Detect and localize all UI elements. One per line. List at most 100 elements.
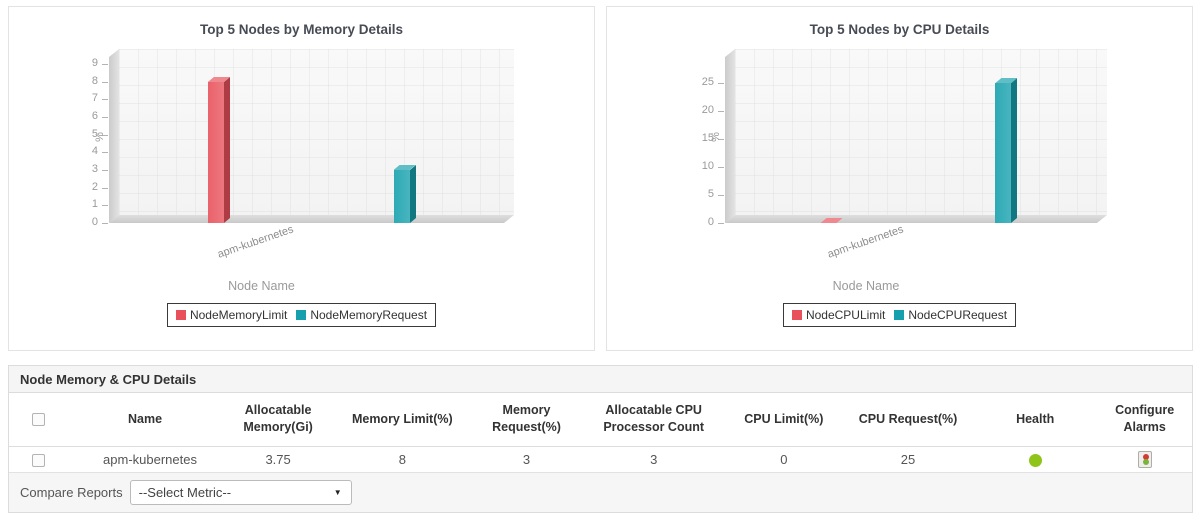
y-axis-tick-label: 6 — [91, 109, 98, 122]
column-header-allocatable-memory: Allocatable Memory(Gi) — [221, 393, 335, 447]
cpu-request-cell: 25 — [842, 446, 974, 474]
column-header-memory-request: Memory Request(%) — [470, 393, 583, 447]
column-header-health: Health — [973, 393, 1098, 447]
x-axis-title: Node Name — [228, 279, 295, 293]
compare-reports-bar: Compare Reports --Select Metric-- ▼ — [9, 472, 1192, 512]
memory-chart-legend: NodeMemoryLimit NodeMemoryRequest — [9, 303, 594, 327]
y-axis-tick-label: 0 — [91, 216, 98, 228]
bar-NodeCPURequest — [995, 78, 1018, 223]
plot-floor — [109, 215, 515, 223]
health-status-icon[interactable] — [1028, 454, 1042, 468]
bar-side-face — [1011, 78, 1018, 223]
x-axis-title: Node Name — [832, 279, 900, 293]
node-name-cell[interactable]: apm-kubernetes — [68, 446, 222, 474]
legend-item: NodeMemoryRequest — [296, 308, 427, 322]
bar-front-face — [207, 82, 224, 223]
alarm-green-dot — [1142, 459, 1149, 466]
row-checkbox[interactable] — [32, 454, 46, 468]
y-axis-tick — [102, 63, 108, 65]
y-axis-tick-label: 20 — [701, 104, 714, 116]
legend-label: NodeMemoryLimit — [189, 308, 288, 322]
node-details-table: Name Allocatable Memory(Gi) Memory Limit… — [9, 393, 1192, 474]
y-axis-title: % — [709, 132, 722, 142]
bar-side-face — [409, 165, 416, 223]
y-axis-tick-label: 9 — [91, 56, 98, 69]
y-axis-tick-label: 5 — [707, 188, 714, 200]
legend-item: NodeMemoryLimit — [175, 308, 288, 322]
y-axis-tick — [718, 139, 724, 140]
legend-swatch-icon — [791, 310, 802, 320]
y-axis-tick-label: 15 — [701, 132, 714, 144]
alarm-red-dot — [1142, 454, 1149, 461]
legend-swatch-icon — [894, 310, 905, 320]
legend-label: NodeCPURequest — [908, 308, 1008, 322]
y-axis-tick-label: 8 — [91, 74, 98, 87]
memory-request-cell: 3 — [470, 446, 583, 474]
y-axis-tick — [102, 187, 108, 189]
plot-floor — [725, 215, 1107, 223]
node-details-panel: Node Memory & CPU Details Name Allocatab… — [8, 365, 1193, 513]
y-axis-tick — [102, 116, 108, 118]
table-row: apm-kubernetes 3.75 8 3 3 0 25 — [9, 446, 1192, 474]
compare-reports-label: Compare Reports — [20, 485, 123, 500]
y-axis-tick-label: 2 — [91, 180, 98, 193]
y-axis-tick — [718, 83, 724, 84]
column-header-memory-limit: Memory Limit(%) — [334, 393, 471, 447]
cpu-limit-cell: 0 — [724, 446, 843, 474]
dropdown-arrow-icon: ▼ — [333, 488, 342, 497]
table-header-row: Name Allocatable Memory(Gi) Memory Limit… — [9, 393, 1192, 447]
bar-top-face — [995, 78, 1018, 83]
column-header-cpu-limit: CPU Limit(%) — [724, 393, 843, 447]
column-header-allocatable-cpu: Allocatable CPU Processor Count — [582, 393, 725, 447]
y-axis-tick — [718, 223, 724, 224]
y-axis-tick-label: 25 — [701, 76, 714, 88]
y-axis-tick-label: 10 — [701, 160, 714, 172]
column-header-configure-alarms: Configure Alarms — [1097, 393, 1192, 447]
bar-top-face — [393, 165, 416, 170]
legend-item: NodeCPULimit — [791, 308, 885, 322]
plot-left-wall — [725, 49, 735, 224]
legend-swatch-icon — [296, 310, 307, 320]
y-axis-tick — [718, 111, 724, 112]
y-axis-tick-label: 7 — [91, 92, 98, 105]
legend-swatch-icon — [175, 310, 186, 320]
memory-limit-cell: 8 — [334, 446, 471, 474]
memory-chart-title: Top 5 Nodes by Memory Details — [199, 22, 404, 37]
cpu-chart-card: Top 5 Nodes by CPU Details 0 5 10 15 20 25 apm… — [606, 6, 1193, 351]
y-axis-tick — [718, 195, 724, 196]
metric-select-value: --Select Metric-- — [138, 485, 232, 500]
legend-label: NodeMemoryRequest — [310, 308, 428, 322]
cpu-chart-title: Top 5 Nodes by CPU Details — [809, 22, 990, 37]
y-axis-tick — [102, 134, 108, 136]
allocatable-cpu-cell: 3 — [582, 446, 725, 474]
legend-item: NodeCPURequest — [894, 308, 1007, 322]
y-axis-tick-label: 1 — [91, 198, 98, 211]
legend-box: NodeMemoryLimit NodeMemoryRequest — [166, 303, 437, 327]
select-all-checkbox[interactable] — [32, 413, 46, 427]
y-axis-tick-label: 5 — [91, 127, 98, 140]
bar-NodeMemoryRequest — [393, 165, 416, 223]
x-axis-category-label: apm-kubernetes — [826, 223, 906, 261]
configure-alarms-icon[interactable] — [1137, 451, 1152, 469]
bar-NodeMemoryLimit — [207, 77, 230, 223]
bar-front-face — [995, 83, 1012, 223]
y-axis-title: % — [93, 132, 106, 142]
y-axis-tick — [102, 152, 108, 154]
cpu-chart-legend: NodeCPULimit NodeCPURequest — [607, 303, 1192, 327]
panel-title: Node Memory & CPU Details — [9, 366, 1192, 393]
bar-side-face — [223, 77, 230, 223]
bar-front-face — [393, 170, 410, 223]
y-axis-tick-label: 3 — [91, 162, 98, 175]
y-axis-tick — [102, 223, 108, 224]
metric-select-dropdown[interactable]: --Select Metric-- ▼ — [129, 480, 352, 505]
x-axis-category-label: apm-kubernetes — [215, 223, 295, 261]
y-axis-tick — [102, 81, 108, 83]
y-axis-tick — [718, 167, 724, 168]
legend-box: NodeCPULimit NodeCPURequest — [782, 303, 1017, 327]
column-header-name: Name — [68, 393, 222, 447]
y-axis-tick-label: 0 — [707, 216, 714, 228]
